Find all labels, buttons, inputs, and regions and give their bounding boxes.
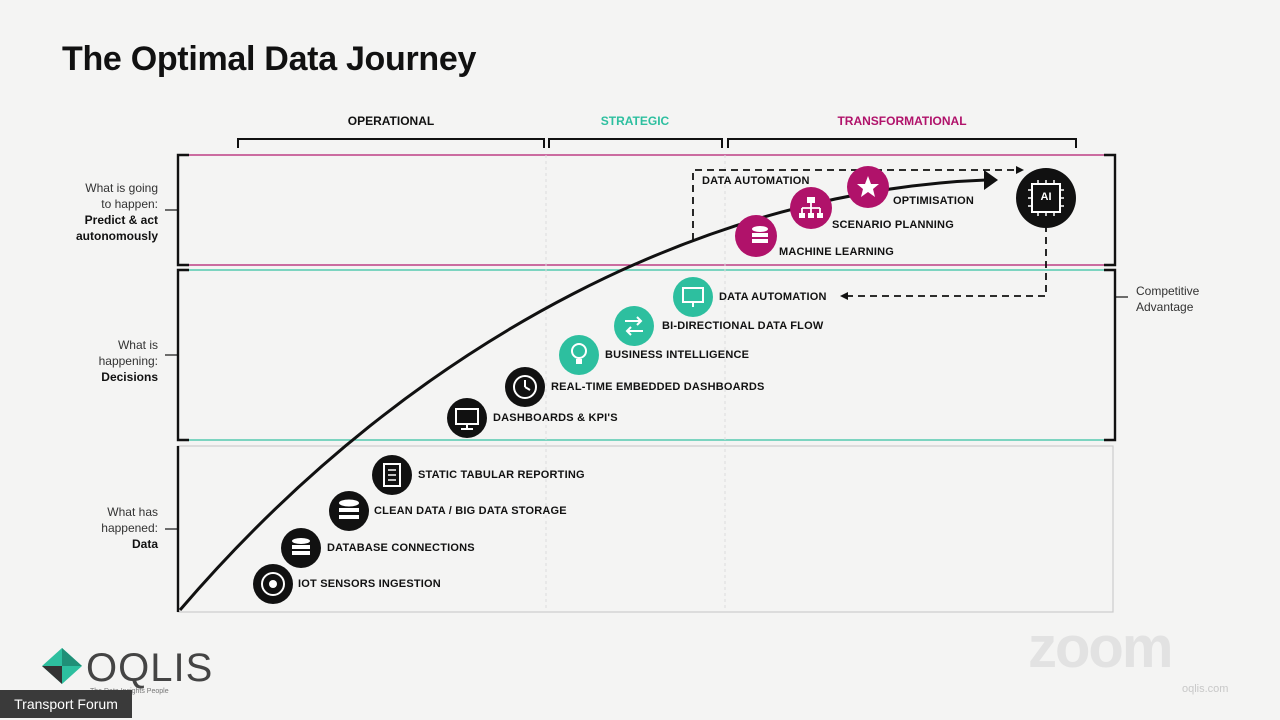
row-box-predict — [177, 154, 1116, 266]
phase-strategic: STRATEGIC — [600, 114, 670, 128]
report-icon — [372, 455, 412, 495]
oqlis-logo-icon — [42, 648, 82, 684]
lightbulb-icon — [559, 335, 599, 375]
ai-chip-icon — [1016, 168, 1076, 228]
iot-icon — [253, 564, 293, 604]
step-data-automation: DATA AUTOMATION — [719, 291, 827, 303]
zoom-watermark: zoom — [1028, 615, 1173, 680]
phase-operational: OPERATIONAL — [347, 114, 435, 128]
step-clean-data: CLEAN DATA / BIG DATA STORAGE — [374, 505, 567, 517]
page-title: The Optimal Data Journey — [62, 40, 477, 78]
step-realtime: REAL-TIME EMBEDDED DASHBOARDS — [551, 381, 765, 393]
star-icon — [847, 166, 889, 208]
step-bi: BUSINESS INTELLIGENCE — [605, 349, 750, 361]
step-static-reporting: STATIC TABULAR REPORTING — [418, 469, 585, 481]
curve-arrowhead — [984, 170, 998, 190]
step-data-automation-top: DATA AUTOMATION — [702, 175, 810, 187]
step-scenario-planning: SCENARIO PLANNING — [832, 219, 954, 231]
phase-transformational: TRANSFORMATIONAL — [837, 114, 967, 128]
hierarchy-icon — [790, 187, 832, 229]
zoom-watermark-sub: oqlis.com — [1182, 683, 1229, 695]
ai-chip-label: AI — [1040, 191, 1052, 203]
step-database: DATABASE CONNECTIONS — [327, 542, 475, 554]
step-bidirectional: BI-DIRECTIONAL DATA FLOW — [662, 320, 824, 332]
dashboard-icon — [447, 398, 487, 438]
database-icon — [281, 528, 321, 568]
phase-brackets — [237, 138, 1077, 148]
sync-icon — [614, 306, 654, 346]
step-dashboards: DASHBOARDS & KPI'S — [493, 412, 618, 424]
step-iot: IOT SENSORS INGESTION — [298, 578, 441, 590]
participant-name-tag: Transport Forum — [0, 690, 132, 718]
step-optimisation: OPTIMISATION — [893, 195, 975, 207]
monitor-icon — [673, 277, 713, 317]
oqlis-logo: OQLIS — [86, 646, 214, 690]
ml-icon — [735, 215, 777, 257]
clock-icon — [505, 367, 545, 407]
storage-icon — [329, 491, 369, 531]
step-machine-learning: MACHINE LEARNING — [779, 246, 895, 258]
